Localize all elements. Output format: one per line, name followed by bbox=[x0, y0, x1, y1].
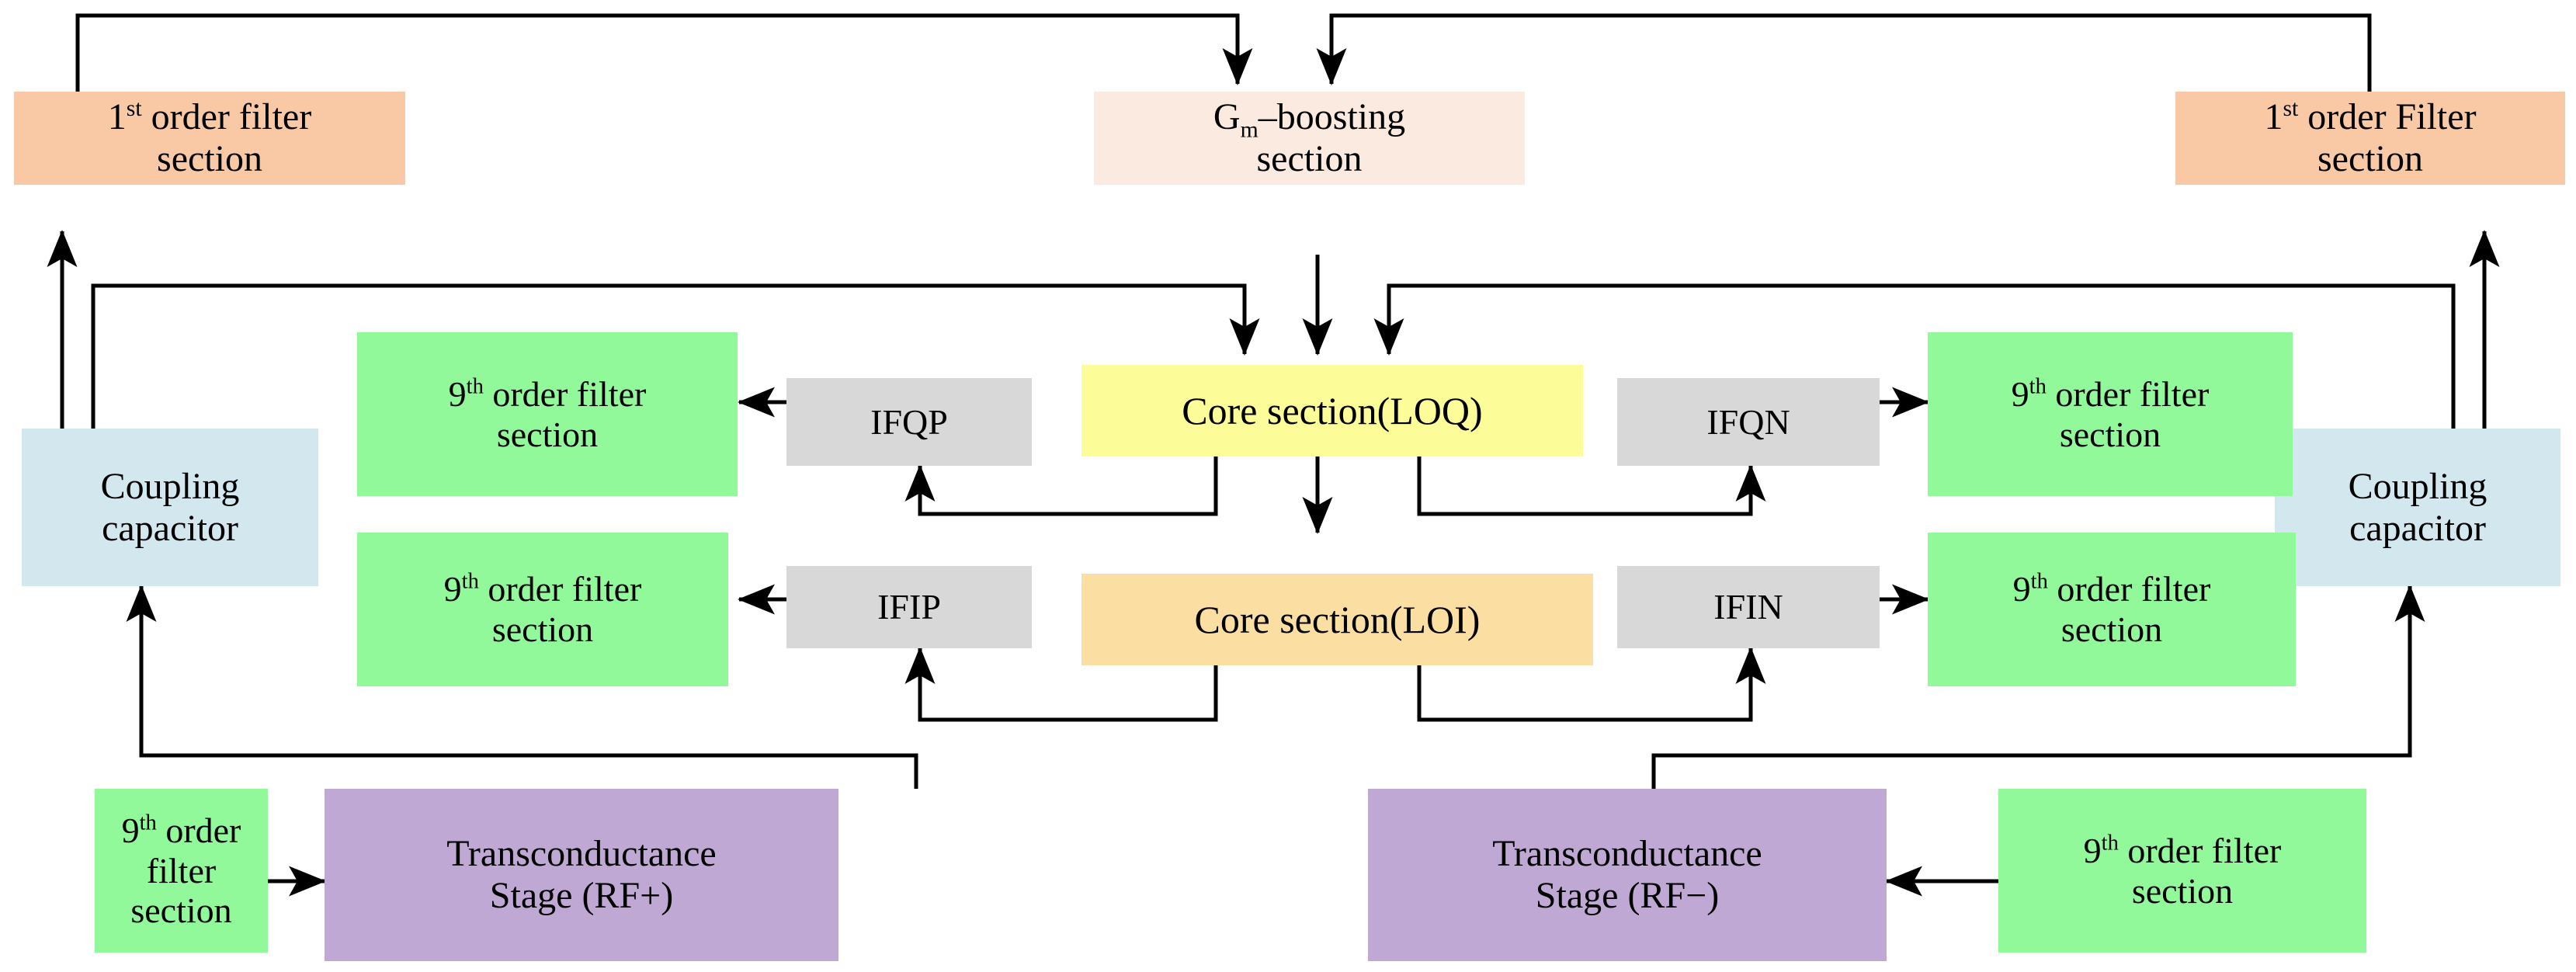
ninth-order-filter-bottom-left-line1: 9th order filter bbox=[121, 811, 241, 890]
core-section-loq[interactable]: Core section(LOQ) bbox=[1081, 365, 1583, 456]
ninth-order-filter-mid-right[interactable]: 9th order filter section bbox=[1928, 533, 2296, 686]
core-section-loi[interactable]: Core section(LOI) bbox=[1081, 574, 1593, 665]
coupling-capacitor-right-line2: capacitor bbox=[2349, 507, 2486, 549]
ninth-order-filter-bottom-right[interactable]: 9th order filter section bbox=[1998, 789, 2366, 953]
ifip-buffer[interactable]: IFIP bbox=[786, 566, 1032, 648]
ninth-order-filter-mid-left[interactable]: 9th order filter section bbox=[357, 533, 728, 686]
first-order-filter-right-line2: section bbox=[2317, 138, 2423, 179]
ninth-order-filter-top-right-line2: section bbox=[2059, 414, 2161, 454]
ifin-buffer[interactable]: IFIN bbox=[1617, 566, 1880, 648]
ifip-label: IFIP bbox=[877, 587, 941, 627]
first-order-filter-left[interactable]: 1st order filter section bbox=[14, 92, 405, 185]
ifin-label: IFIN bbox=[1713, 587, 1783, 627]
transconductance-stage-rf-minus[interactable]: Transconductance Stage (RF−) bbox=[1368, 789, 1887, 961]
core-section-loi-label: Core section(LOI) bbox=[1194, 598, 1481, 641]
ninth-order-filter-bottom-left[interactable]: 9th order filter section bbox=[95, 789, 268, 953]
first-order-filter-left-line2: section bbox=[157, 138, 262, 179]
ifqn-buffer[interactable]: IFQN bbox=[1617, 378, 1880, 466]
ninth-order-filter-mid-right-line1: 9th order filter bbox=[2012, 569, 2211, 609]
gm-boosting-line2: section bbox=[1256, 138, 1363, 179]
wire-filter1left-to-gm bbox=[75, 13, 1253, 92]
ninth-order-filter-top-left[interactable]: 9th order filter section bbox=[357, 332, 738, 496]
ninth-order-filter-top-right[interactable]: 9th order filter section bbox=[1928, 332, 2293, 496]
ifqn-label: IFQN bbox=[1706, 401, 1790, 442]
coupling-capacitor-left[interactable]: Coupling capacitor bbox=[22, 429, 318, 586]
transconductance-rf-minus-line1: Transconductance bbox=[1492, 833, 1762, 875]
core-section-loq-label: Core section(LOQ) bbox=[1182, 389, 1483, 432]
transconductance-rf-plus-line1: Transconductance bbox=[446, 833, 717, 875]
coupling-capacitor-left-line1: Coupling bbox=[100, 465, 240, 507]
first-order-filter-right[interactable]: 1st order Filter section bbox=[2175, 92, 2565, 185]
first-order-filter-left-line1: 1st order filter bbox=[107, 95, 312, 138]
ninth-order-filter-bottom-right-line2: section bbox=[2131, 870, 2234, 911]
ninth-order-filter-mid-right-line2: section bbox=[2060, 609, 2163, 649]
ninth-order-filter-top-right-line1: 9th order filter bbox=[2011, 373, 2210, 414]
ninth-order-filter-bottom-right-line1: 9th order filter bbox=[2083, 830, 2282, 870]
ninth-order-filter-top-left-line2: section bbox=[496, 414, 599, 454]
gm-boosting-section[interactable]: Gm–boosting section bbox=[1094, 92, 1525, 185]
transconductance-stage-rf-plus[interactable]: Transconductance Stage (RF+) bbox=[325, 789, 838, 961]
ninth-order-filter-mid-left-line1: 9th order filter bbox=[443, 569, 642, 609]
ifqp-buffer[interactable]: IFQP bbox=[786, 378, 1032, 466]
ninth-order-filter-bottom-left-line2: section bbox=[130, 890, 232, 931]
wire-filter1right-to-gm bbox=[1316, 13, 2372, 92]
transconductance-rf-plus-line2: Stage (RF+) bbox=[489, 875, 674, 916]
ninth-order-filter-mid-left-line2: section bbox=[491, 609, 594, 649]
transconductance-rf-minus-line2: Stage (RF−) bbox=[1535, 875, 1720, 916]
ifqp-label: IFQP bbox=[870, 401, 948, 442]
coupling-capacitor-right-line1: Coupling bbox=[2348, 465, 2487, 507]
coupling-capacitor-right[interactable]: Coupling capacitor bbox=[2275, 429, 2560, 586]
coupling-capacitor-left-line2: capacitor bbox=[102, 507, 238, 549]
ninth-order-filter-top-left-line1: 9th order filter bbox=[448, 373, 647, 414]
first-order-filter-right-line1: 1st order Filter bbox=[2264, 95, 2477, 138]
gm-boosting-line1: Gm–boosting bbox=[1213, 96, 1406, 143]
